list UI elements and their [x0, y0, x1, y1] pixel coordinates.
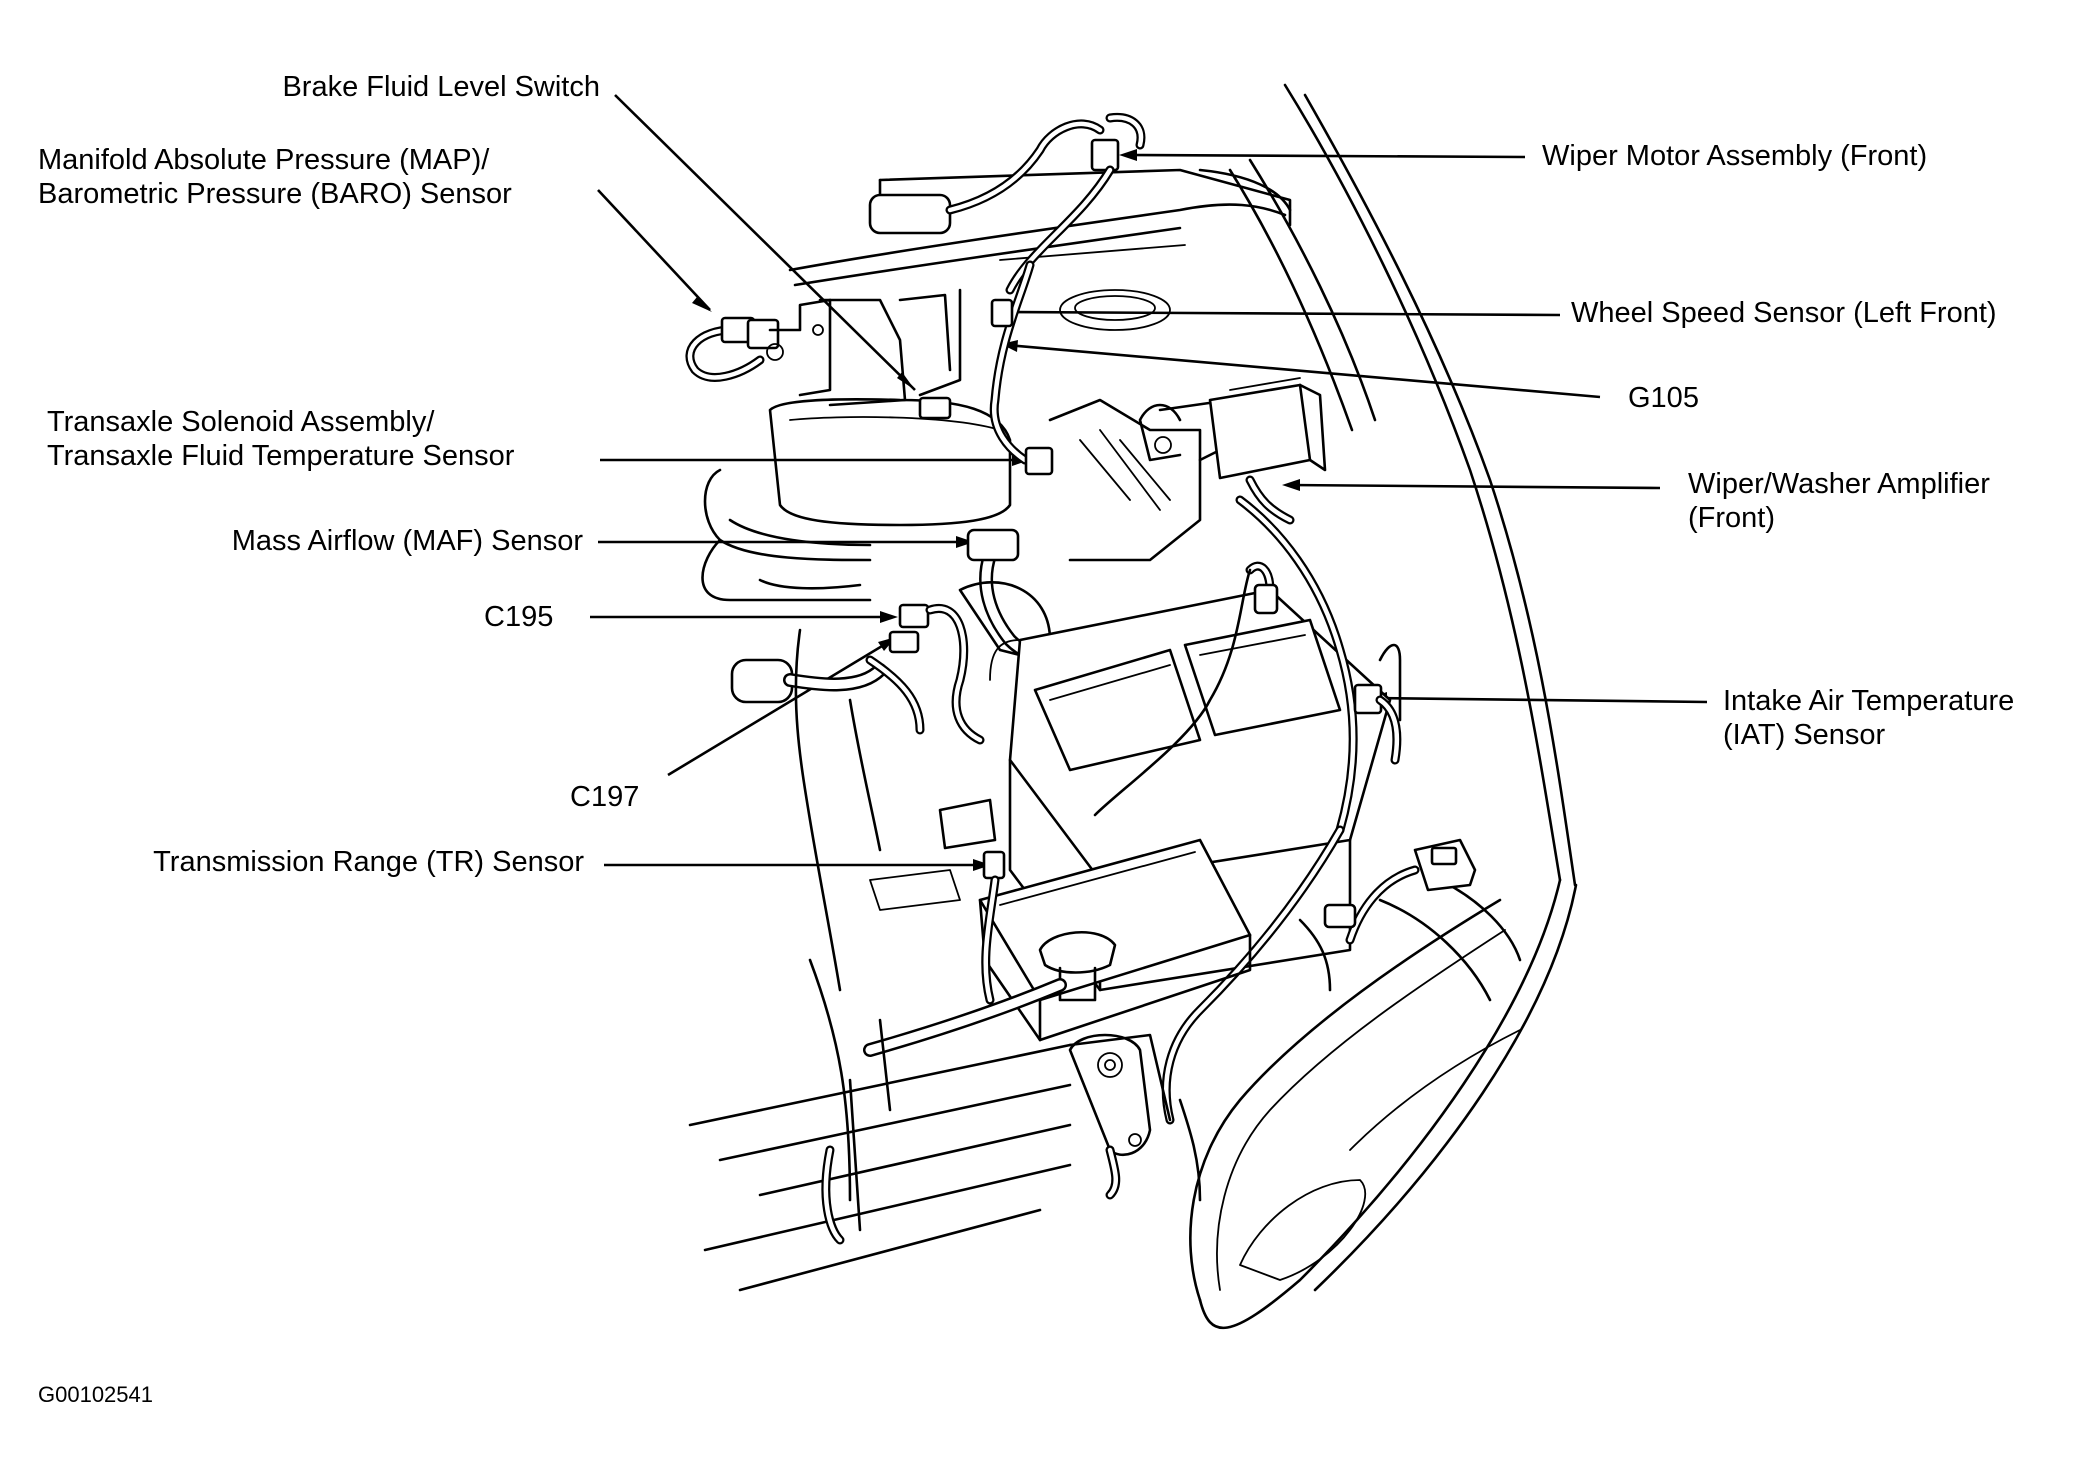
label-c195: C195	[484, 601, 554, 633]
label-maf-sensor: Mass Airflow (MAF) Sensor	[231, 525, 583, 557]
leader-c197	[667, 638, 893, 777]
leader-g105	[1006, 343, 1601, 399]
leader-wheel-speed-sensor	[1004, 310, 1561, 317]
label-wheel-speed-sensor: Wheel Speed Sensor (Left Front)	[1571, 297, 1997, 329]
leader-iat-sensor	[1374, 696, 1708, 704]
label-map-baro-line-1: Manifold Absolute Pressure (MAP)/	[38, 144, 490, 176]
leader-map-baro-sensor	[597, 189, 711, 311]
label-c197: C197	[570, 781, 640, 813]
label-transaxle-solenoid-line-2: Transaxle Fluid Temperature Sensor	[47, 440, 515, 472]
tr-sensor-area	[869, 798, 1006, 1005]
battery	[989, 561, 1392, 992]
label-tr-sensor: Transmission Range (TR) Sensor	[153, 846, 584, 878]
leader-wiper-motor	[1124, 153, 1526, 159]
label-map-baro-sensor: Manifold Absolute Pressure (MAP)/ Barome…	[38, 143, 512, 211]
maf-sensor-body	[966, 528, 1020, 562]
transaxle-solenoid-connector	[1024, 446, 1054, 476]
c197-connector	[888, 630, 920, 654]
label-iat-line-1: Intake Air Temperature	[1723, 685, 2015, 717]
label-brake-fluid-level-switch: Brake Fluid Level Switch	[282, 71, 600, 103]
washer-tank-and-hoses	[868, 112, 1146, 295]
label-iat-sensor: Intake Air Temperature (IAT) Sensor	[1723, 684, 2014, 752]
air-intake-duct	[701, 468, 872, 602]
relay-box	[978, 838, 1252, 1042]
tr-sensor-connector	[982, 850, 1006, 880]
label-wiper-washer-line-2: (Front)	[1688, 502, 1775, 534]
leader-wiper-washer-amplifier	[1287, 483, 1661, 490]
label-transaxle-solenoid-line-1: Transaxle Solenoid Assembly/	[47, 406, 435, 438]
label-wiper-motor: Wiper Motor Assembly (Front)	[1542, 140, 1928, 172]
right-harness	[1161, 495, 1477, 1125]
lower-frame-rails	[688, 958, 1202, 1292]
c195-connector	[898, 603, 930, 629]
wiper-washer-amplifier-module	[1138, 377, 1327, 525]
label-iat-line-2: (IAT) Sensor	[1723, 719, 1886, 751]
label-g105: G105	[1628, 382, 1699, 414]
label-wiper-washer-amplifier: Wiper/Washer Amplifier (Front)	[1688, 467, 1990, 535]
brake-fluid-reservoir	[768, 396, 1012, 527]
fender-and-hood-outline	[1189, 83, 1578, 1330]
label-transaxle-solenoid: Transaxle Solenoid Assembly/ Transaxle F…	[47, 405, 514, 473]
label-wiper-washer-line-1: Wiper/Washer Amplifier	[1688, 468, 1990, 500]
engine-mount	[1068, 1033, 1152, 1200]
figure-id: G00102541	[38, 1382, 153, 1407]
left-hoses	[730, 628, 925, 992]
radiator-cap	[863, 931, 1117, 1057]
leader-brake-fluid-level-switch	[614, 94, 916, 391]
map-sensor-area	[685, 288, 962, 407]
cowl-panel	[788, 168, 1292, 331]
label-map-baro-line-2: Barometric Pressure (BARO) Sensor	[38, 178, 512, 210]
wiper-motor-connector	[1090, 138, 1120, 172]
